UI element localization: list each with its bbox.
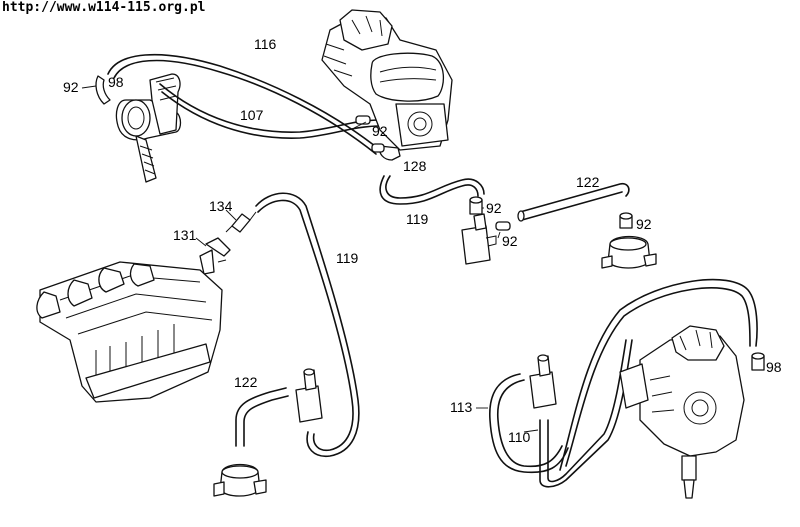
hose-116 (107, 53, 381, 155)
hose-113 (489, 373, 569, 474)
callout-116: 116 (254, 36, 277, 52)
callout-92-mid-a: 92 (486, 200, 502, 216)
callout-92-center: 92 (372, 123, 388, 139)
fitting-98-right (751, 352, 765, 371)
callout-131: 131 (173, 227, 197, 243)
callout-92-topleft: 92 (63, 79, 79, 95)
callout-107: 107 (240, 107, 264, 123)
fitting-92-center-b (371, 143, 385, 153)
source-url: http://www.w114-115.org.pl (2, 0, 206, 15)
hose-119-lower (255, 192, 360, 457)
callout-98-topleft: 98 (108, 74, 124, 90)
carburetor-top (321, 9, 453, 161)
callout-110: 110 (508, 429, 531, 445)
callout-113: 113 (450, 399, 473, 415)
check-valve-134 (225, 211, 257, 233)
fitting-92-right (619, 212, 633, 229)
fitting-92-mid-b (495, 221, 511, 231)
fitting-92-mid-top (469, 196, 483, 215)
callout-92-right: 92 (636, 216, 652, 232)
distributor-assembly (95, 73, 182, 183)
hose-122-left (235, 387, 289, 447)
hose-loop-right (559, 278, 758, 471)
vacuum-capsule-lower-left (213, 463, 267, 497)
hose-119-upper (379, 175, 485, 205)
fitting-92-center-a (355, 115, 371, 125)
carburetor-lower-right (619, 325, 745, 499)
callout-122-left: 122 (234, 374, 258, 390)
callout-134: 134 (209, 198, 233, 214)
callout-128: 128 (403, 158, 427, 174)
hose-107 (159, 83, 381, 139)
hose-122-right (517, 182, 630, 222)
callout-98-right: 98 (766, 359, 782, 375)
callout-92-mid-b: 92 (502, 233, 518, 249)
callout-119-lower: 119 (336, 250, 359, 266)
switchover-valve-lower-right (529, 354, 557, 409)
callout-119-upper: 119 (406, 211, 429, 227)
intake-manifold (36, 261, 223, 403)
callout-122-right: 122 (576, 174, 600, 190)
t-connector-131 (199, 237, 231, 275)
switchover-valve-lower-left (295, 368, 323, 423)
vacuum-capsule-right (601, 235, 657, 269)
switchover-valve-mid (461, 213, 497, 265)
hose-110 (539, 339, 633, 488)
leader-lines (81, 85, 539, 433)
